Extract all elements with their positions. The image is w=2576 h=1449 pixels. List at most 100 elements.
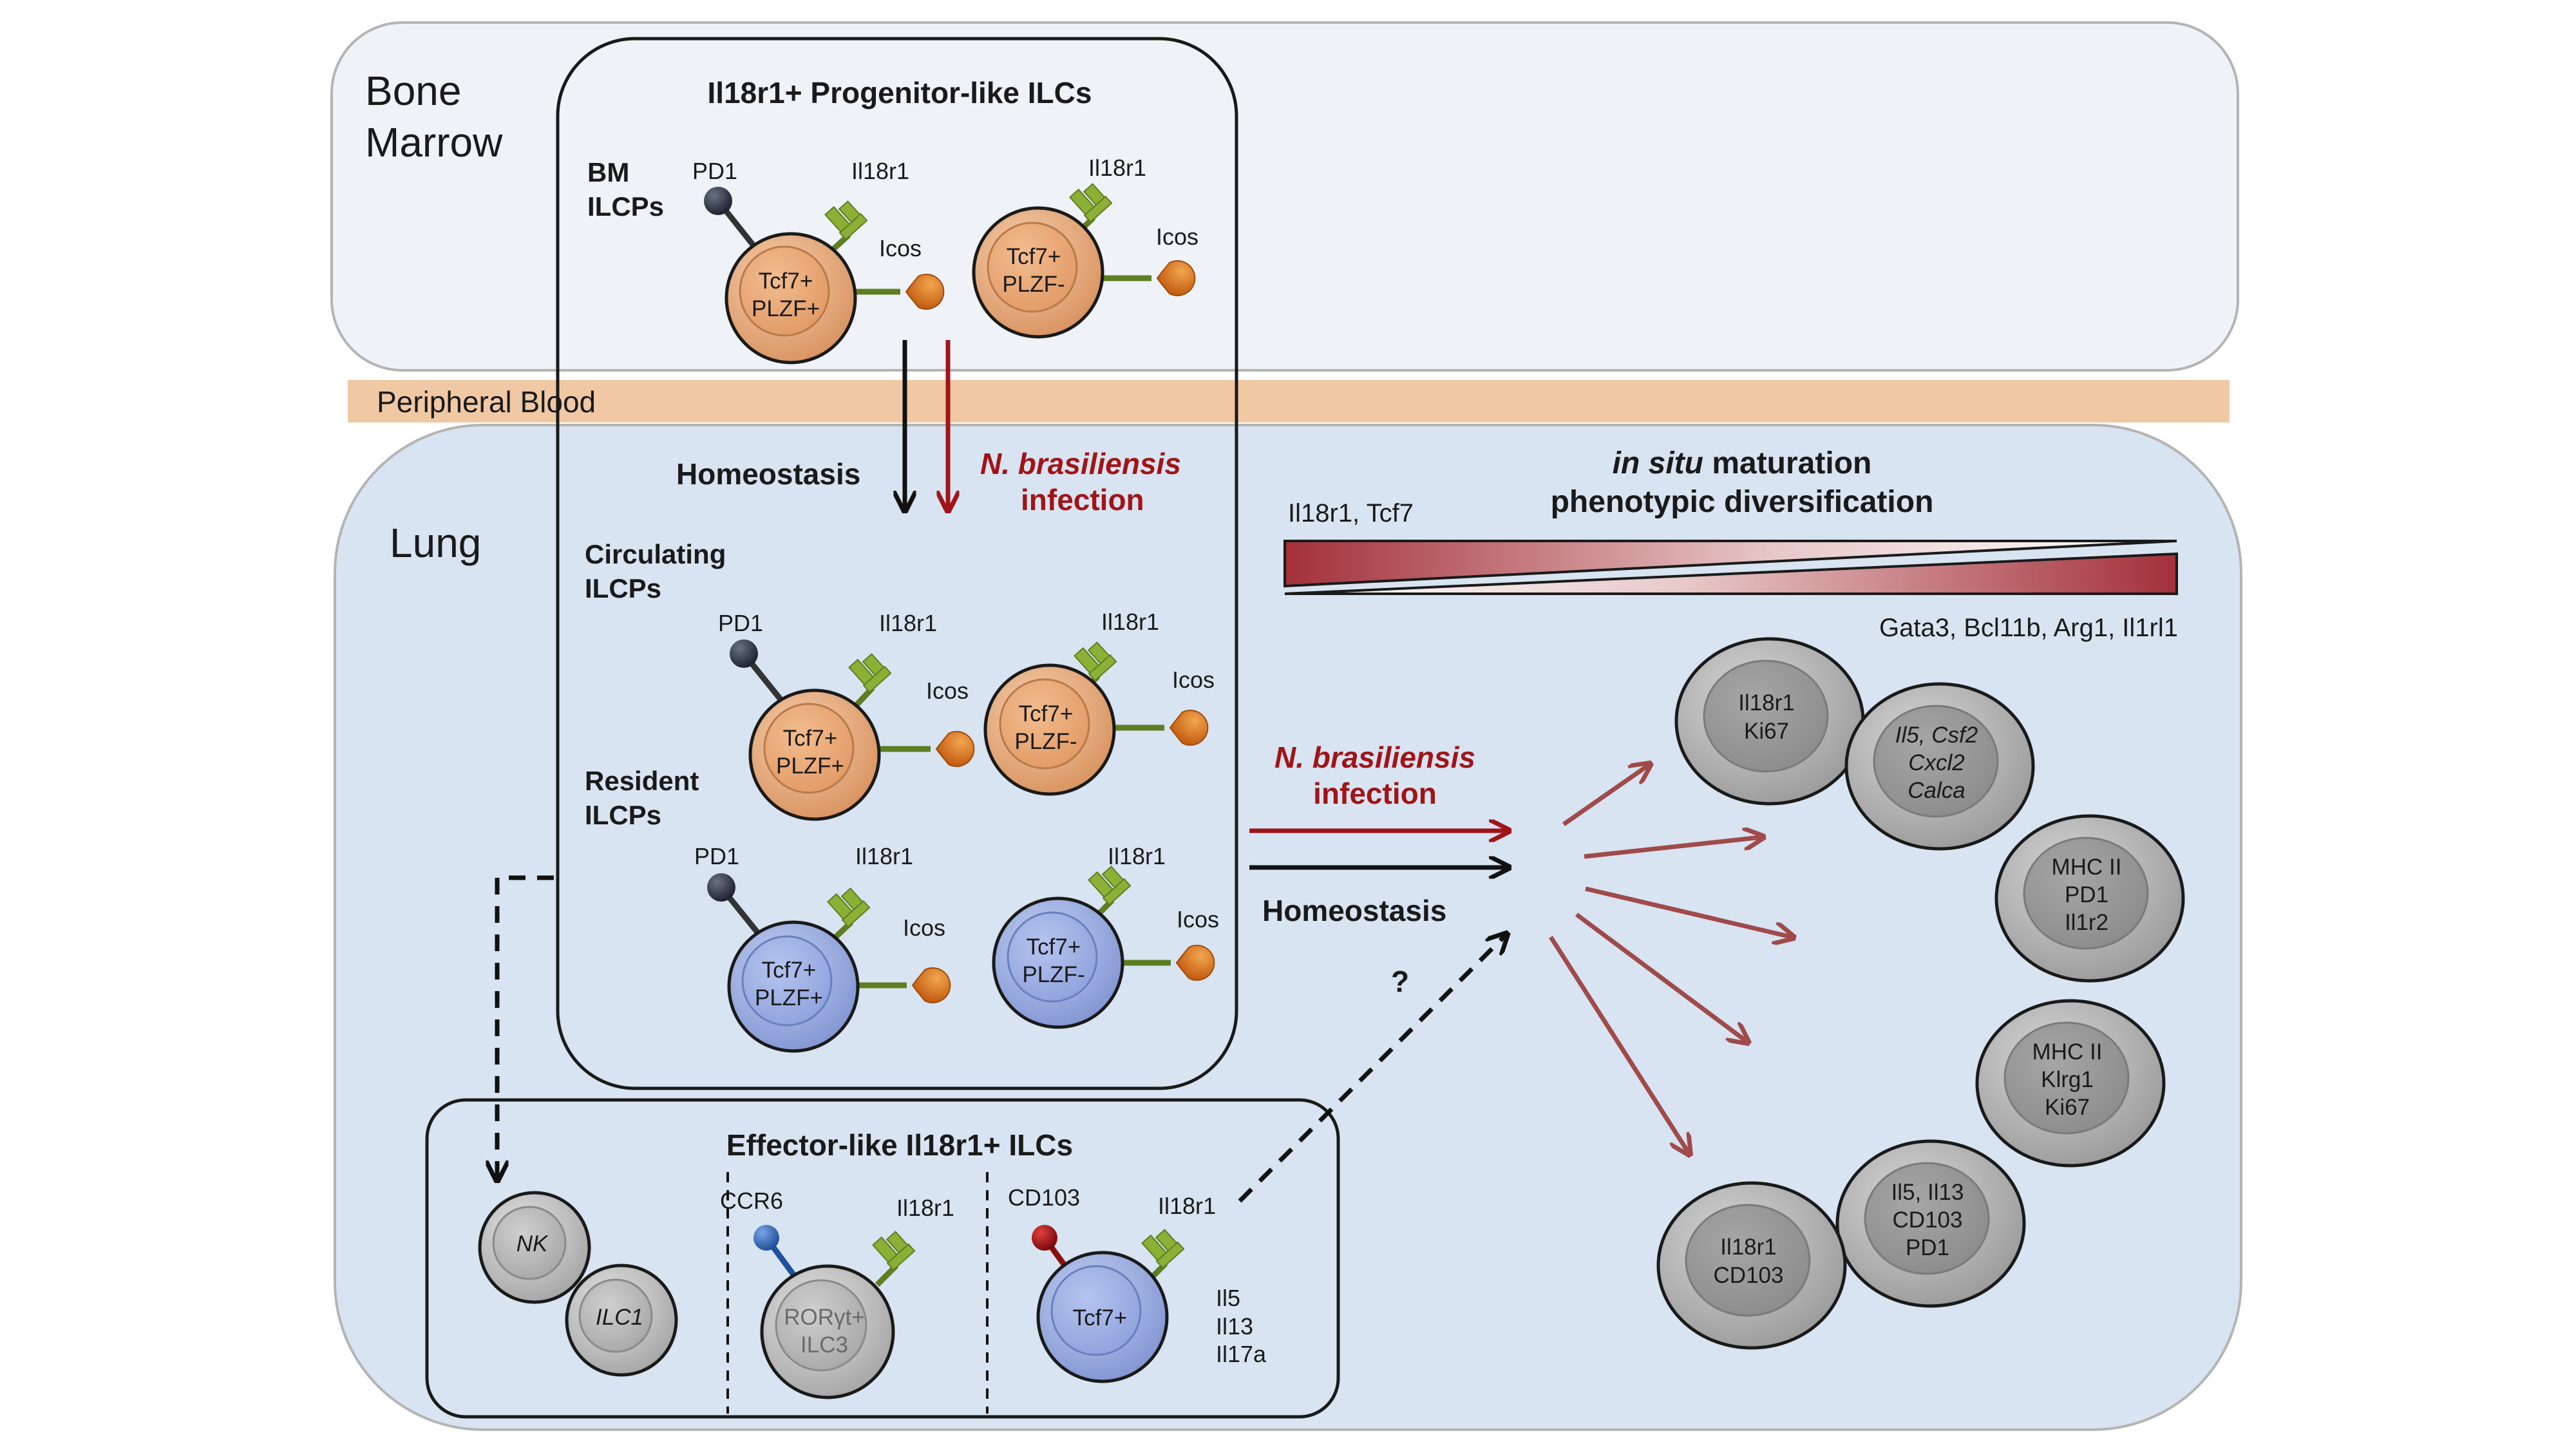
pd1-receptor-icon bbox=[730, 639, 758, 668]
circulating-ilcp-label-2: ILCPs bbox=[585, 573, 661, 603]
ilc1-label: ILC1 bbox=[596, 1305, 643, 1330]
effector-cytokine-2: Il13 bbox=[1216, 1313, 1253, 1340]
nk-label: NK bbox=[516, 1231, 549, 1256]
icos-receptor-icon bbox=[911, 967, 951, 1003]
mature-cell-4-line3: Ki67 bbox=[2045, 1095, 2090, 1120]
pd1-label: PD1 bbox=[718, 610, 763, 636]
cell-label-line2: PLZF+ bbox=[776, 753, 844, 779]
lung-label: Lung bbox=[390, 520, 481, 566]
infection-maturation-label-1: N. brasiliensis bbox=[1274, 741, 1475, 774]
circulating-ilcp-plzf-neg-cell: Tcf7+ PLZF- bbox=[983, 641, 1209, 796]
resident-ilcp-label-2: ILCPs bbox=[585, 800, 661, 830]
mature-cell-2-line1: Il5, Csf2 bbox=[1895, 723, 1978, 748]
resident-ilcp-label-1: Resident bbox=[585, 766, 699, 796]
ccr6-label: CCR6 bbox=[720, 1188, 783, 1214]
il18r1-label: Il18r1 bbox=[879, 610, 937, 636]
cell-label-line2: PLZF- bbox=[1022, 962, 1084, 987]
il18r1-receptor-icon bbox=[824, 200, 868, 241]
il18r1-receptor-icon bbox=[1088, 866, 1132, 906]
maturation-title: in situ maturation bbox=[1613, 446, 1872, 480]
infection-label-1: N. brasiliensis bbox=[980, 447, 1181, 480]
il18r1-label: Il18r1 bbox=[1088, 155, 1146, 181]
fan-arrow-4 bbox=[1575, 913, 1747, 1041]
effector-cytokine-1: Il5 bbox=[1216, 1285, 1240, 1311]
infection-maturation-label-2: infection bbox=[1313, 777, 1437, 810]
tcf7-label: Tcf7+ bbox=[1073, 1305, 1128, 1331]
icos-label: Icos bbox=[1172, 667, 1215, 693]
icos-receptor-icon bbox=[1169, 710, 1209, 746]
bm-ilcp-label-1: BM bbox=[587, 157, 629, 187]
tcf7-effector-cell: Tcf7+ bbox=[1032, 1225, 1185, 1383]
mature-cell-5: Il5, Il13 CD103 PD1 bbox=[1835, 1139, 2026, 1308]
cd103-label: CD103 bbox=[1008, 1184, 1080, 1211]
mature-cell-4: MHC II Klrg1 Ki67 bbox=[1975, 999, 2166, 1168]
pd1-receptor-icon bbox=[707, 873, 735, 902]
progenitor-box bbox=[556, 37, 1238, 1090]
mature-cell-1: Il18r1 Ki67 bbox=[1674, 637, 1865, 806]
circulating-ilcp-label-1: Circulating bbox=[585, 539, 726, 569]
mature-cell-5-line3: PD1 bbox=[1906, 1235, 1949, 1260]
cell-label-line1: Tcf7+ bbox=[759, 269, 813, 294]
mature-cell-6: Il18r1 CD103 bbox=[1656, 1181, 1847, 1350]
mature-cell-6-line1: Il18r1 bbox=[1720, 1235, 1777, 1260]
mature-cell-6-line2: CD103 bbox=[1714, 1263, 1784, 1288]
mature-cell-5-line2: CD103 bbox=[1893, 1208, 1963, 1233]
cell-label-line2: PLZF- bbox=[1014, 729, 1077, 754]
resident-to-effector-dashed-arrow bbox=[497, 875, 554, 1179]
cell-label-line2: PLZF+ bbox=[752, 296, 820, 321]
cell-label-line1: Tcf7+ bbox=[1027, 934, 1081, 960]
circulating-ilcp-plzf-pos-cell: Tcf7+ PLZF+ bbox=[730, 639, 975, 821]
il18r1-label: Il18r1 bbox=[896, 1195, 954, 1221]
cell-label-line1: Tcf7+ bbox=[1007, 244, 1061, 269]
cell-label-line1: Tcf7+ bbox=[1019, 701, 1074, 726]
mature-cell-4-line1: MHC II bbox=[2032, 1039, 2103, 1065]
resident-ilcp-plzf-pos-cell: Tcf7+ PLZF+ bbox=[707, 873, 951, 1053]
peripheral-blood-label: Peripheral Blood bbox=[377, 385, 596, 419]
icos-label: Icos bbox=[1156, 223, 1198, 250]
increasing-genes-label: Gata3, Bcl11b, Arg1, Il1rl1 bbox=[1879, 614, 2178, 642]
question-mark: ? bbox=[1391, 965, 1409, 998]
mature-cell-2: Il5, Csf2 Cxcl2 Calca bbox=[1844, 682, 2035, 851]
decreasing-genes-label: Il18r1, Tcf7 bbox=[1288, 499, 1414, 527]
ilc3-label-line2: ILC3 bbox=[800, 1332, 848, 1358]
ilc1-cell: ILC1 bbox=[565, 1264, 678, 1377]
icos-receptor-icon bbox=[905, 274, 945, 310]
progenitor-box-title: Il18r1+ Progenitor-like ILCs bbox=[708, 76, 1092, 109]
pd1-label: PD1 bbox=[692, 158, 737, 184]
il18r1-label: Il18r1 bbox=[855, 843, 913, 869]
bm-ilcp-label-2: ILCPs bbox=[587, 191, 664, 222]
fan-arrow-3 bbox=[1585, 886, 1792, 937]
mature-cell-3-line3: Il1r2 bbox=[2065, 910, 2108, 935]
mature-cell-1-line2: Ki67 bbox=[1744, 719, 1789, 744]
pd1-label: PD1 bbox=[694, 843, 739, 869]
ilc3-label-line1: RORγt+ bbox=[784, 1305, 864, 1330]
resident-ilcp-plzf-neg-cell: Tcf7+ PLZF- bbox=[992, 866, 1215, 1029]
il18r1-receptor-icon bbox=[848, 653, 892, 694]
cell-label-line2: PLZF+ bbox=[755, 985, 823, 1010]
pd1-receptor-icon bbox=[704, 187, 732, 215]
il18r1-label: Il18r1 bbox=[1101, 609, 1159, 635]
icos-receptor-icon bbox=[1156, 260, 1196, 296]
cell-label-line2: PLZF- bbox=[1002, 272, 1065, 297]
il18r1-label: Il18r1 bbox=[1158, 1193, 1216, 1219]
il18r1-receptor-icon bbox=[1069, 183, 1113, 223]
mature-cell-5-line1: Il5, Il13 bbox=[1891, 1180, 1964, 1205]
bm-ilcp-plzf-pos-cell: Tcf7+ PLZF+ bbox=[704, 187, 945, 365]
maturation-subtitle: phenotypic diversification bbox=[1551, 485, 1934, 519]
icos-label: Icos bbox=[926, 677, 969, 704]
fan-arrow-2 bbox=[1584, 837, 1761, 859]
ilc3-cell: RORγt+ ILC3 bbox=[753, 1225, 916, 1399]
icos-label: Icos bbox=[1177, 906, 1219, 933]
fan-arrow-5 bbox=[1549, 936, 1689, 1153]
bone-marrow-label-2: Marrow bbox=[365, 119, 503, 166]
peripheral-blood-band bbox=[348, 380, 2230, 422]
mature-cell-1-line1: Il18r1 bbox=[1738, 690, 1795, 715]
cell-label-line1: Tcf7+ bbox=[762, 958, 817, 983]
effector-box-title: Effector-like Il18r1+ ILCs bbox=[726, 1128, 1073, 1162]
increasing-gradient-wedge bbox=[1284, 552, 2178, 595]
nk-cell: NK bbox=[478, 1191, 591, 1304]
mature-cell-3: MHC II PD1 Il1r2 bbox=[1994, 814, 2185, 983]
cd103-receptor-icon bbox=[1032, 1225, 1057, 1251]
mature-cell-3-line2: PD1 bbox=[2065, 882, 2108, 907]
icos-receptor-icon bbox=[1175, 945, 1215, 981]
